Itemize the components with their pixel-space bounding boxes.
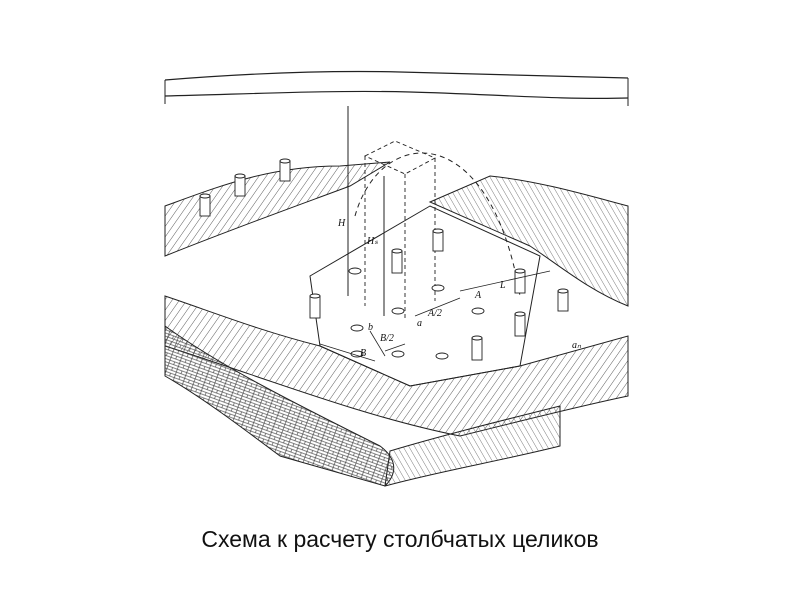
- label-a: a: [417, 318, 422, 329]
- dimension-lines: [319, 270, 551, 362]
- pillar: [514, 268, 526, 294]
- pillar: [279, 158, 291, 182]
- pillar: [432, 228, 444, 252]
- slide-caption: Схема к расчету столбчатых целиков: [201, 526, 599, 552]
- pillars: [199, 158, 569, 361]
- influence-arch-dashed: [354, 152, 521, 297]
- label-H: H: [337, 218, 346, 229]
- pillar: [557, 288, 569, 312]
- label-Hs: Hₛ: [366, 236, 378, 247]
- label-b: b: [368, 322, 373, 333]
- label-A: A: [474, 290, 482, 301]
- ground-surface-line: [164, 70, 629, 106]
- pillar: [471, 335, 483, 361]
- label-an: aₙ: [572, 340, 582, 351]
- pillar: [309, 293, 321, 319]
- upper-rock-stratum: [164, 161, 391, 257]
- pillar-footprints: [348, 267, 485, 360]
- pillar: [391, 248, 403, 274]
- label-A-half: A/2: [427, 308, 442, 319]
- pillar: [514, 311, 526, 337]
- pillar-calculation-diagram: H Hₛ L A A/2 B/2 B a b aₙ: [160, 66, 635, 496]
- lower-hatched-layer: [384, 405, 561, 487]
- label-B-half: B/2: [380, 333, 394, 344]
- pillar: [199, 193, 211, 217]
- label-B: B: [360, 348, 366, 359]
- back-rock-slope: [428, 175, 629, 307]
- pillar: [234, 173, 246, 197]
- label-L: L: [499, 280, 506, 291]
